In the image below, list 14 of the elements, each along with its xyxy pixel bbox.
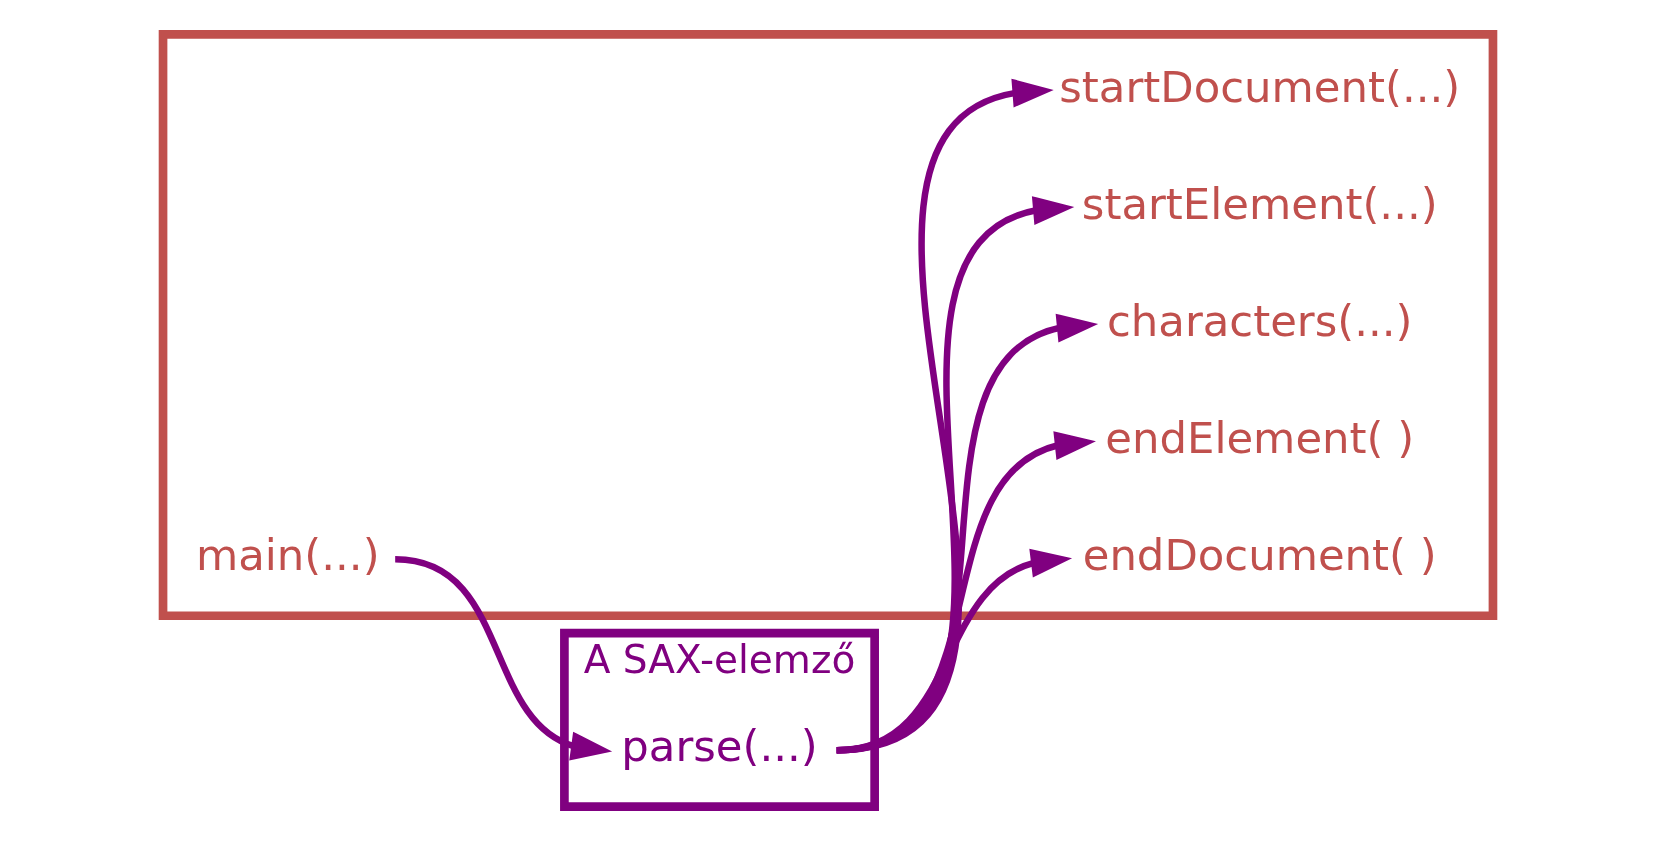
arrow bbox=[394, 556, 613, 761]
arrow bbox=[836, 548, 1073, 754]
node-text: startElement(...) bbox=[1081, 178, 1438, 229]
arrow bbox=[836, 313, 1099, 754]
node-text: parse(...) bbox=[621, 721, 818, 772]
cluster bbox=[158, 30, 1498, 621]
arrow bbox=[836, 431, 1096, 754]
node-text: main(...) bbox=[195, 530, 380, 581]
node-text: endElement( ) bbox=[1105, 413, 1415, 464]
node-text: endDocument( ) bbox=[1082, 530, 1437, 581]
node-text: characters(...) bbox=[1106, 295, 1413, 346]
arrow bbox=[836, 196, 1075, 754]
node-text: startDocument(...) bbox=[1059, 61, 1461, 112]
arrow bbox=[836, 78, 1054, 754]
